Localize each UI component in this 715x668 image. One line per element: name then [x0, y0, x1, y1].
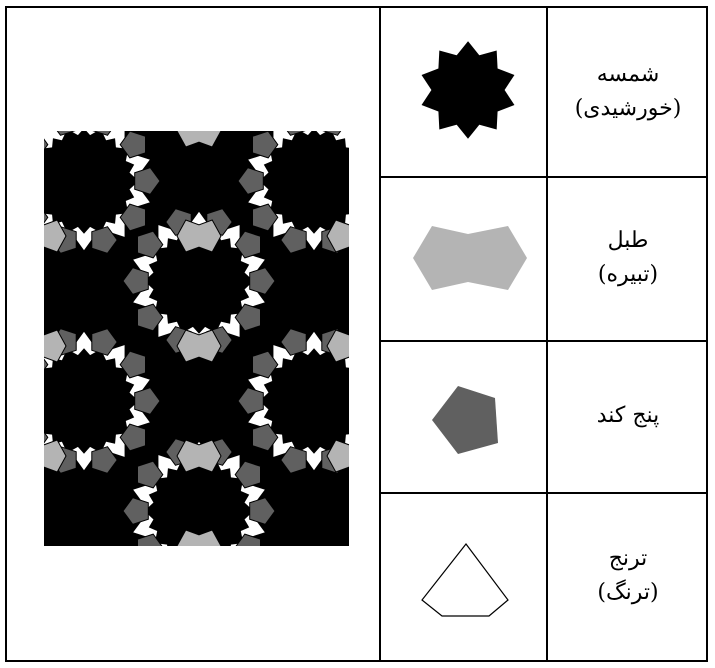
pattern-tabl — [177, 440, 221, 472]
pattern-tabl — [177, 220, 221, 252]
tabl-label: طبل (تبیره) — [548, 224, 708, 292]
toranj-alt-name: (ترنگ) — [548, 576, 708, 610]
pattern-tabl — [177, 330, 221, 362]
panj-kond-label: پنج کند — [548, 399, 708, 433]
shamseh-star-icon — [418, 40, 518, 140]
shamseh-alt-name: (خورشیدی) — [548, 92, 708, 126]
shamseh-name: شمسه — [548, 58, 708, 92]
girih-pattern — [44, 131, 349, 546]
table-divider-pattern — [379, 6, 381, 662]
toranj-label: ترنج (ترنگ) — [548, 542, 708, 610]
shamseh-label: شمسه (خورشیدی) — [548, 58, 708, 126]
row-divider-1 — [380, 176, 708, 178]
toranj-name: ترنج — [548, 542, 708, 576]
panj-kond-name: پنج کند — [548, 399, 708, 433]
tabl-name: طبل — [548, 224, 708, 258]
toranj-kite-icon — [416, 542, 516, 622]
tabl-shape-icon — [410, 212, 530, 302]
tabl-alt-name: (تبیره) — [548, 258, 708, 292]
panj-kond-pentagon-icon — [428, 380, 508, 460]
row-divider-3 — [380, 492, 708, 494]
row-divider-2 — [380, 340, 708, 342]
